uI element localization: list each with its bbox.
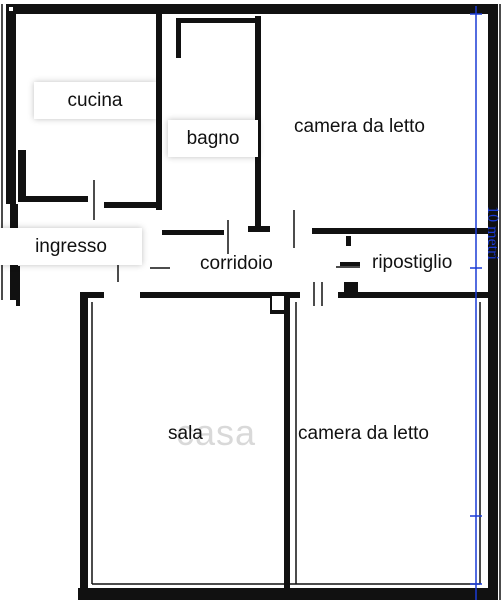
wall-corridor-right <box>338 292 488 298</box>
scale-text: 10 metri <box>484 206 501 260</box>
room-label-ripostiglio: ripostiglio <box>372 252 453 273</box>
wall-kitchen-bottom-left <box>18 196 88 202</box>
wall-top <box>6 4 496 14</box>
room-label-camera-top: camera da letto <box>294 116 425 137</box>
wall-inner-outlines <box>9 7 284 310</box>
wall-closet-mark <box>340 262 360 266</box>
room-label-bagno: bagno <box>168 120 258 157</box>
wall-left-upper <box>6 4 16 204</box>
room-label-sala: sala <box>168 423 203 444</box>
room-label-ingresso: ingresso <box>0 228 142 265</box>
wall-bedroom-top-left <box>255 16 261 230</box>
wall-sala-top-left <box>80 292 104 298</box>
wall-sala-right <box>284 294 290 592</box>
wall-corridor-left <box>140 292 300 298</box>
wall-corridor-stub <box>344 282 358 296</box>
room-label-corridoio: corridoio <box>200 253 273 274</box>
wall-kitchen-bottom-right <box>104 202 160 208</box>
watermark-text: casa <box>176 412 257 453</box>
room-label-cucina: cucina <box>34 82 156 119</box>
wall-bath-bottom <box>162 230 224 235</box>
wall-sala-left <box>80 292 88 596</box>
room-label-camera-bottom: camera da letto <box>298 423 429 444</box>
wall-right <box>488 4 498 600</box>
scale-label: 10 metri <box>482 188 502 278</box>
wall-bottom <box>78 588 498 600</box>
wall-bath-left-top <box>176 18 181 58</box>
scale-bar <box>470 6 482 600</box>
wall-bedroom-top-bottom-left <box>248 226 270 232</box>
wall-closet-door-jamb <box>346 236 351 246</box>
wall-entrance-bottom <box>16 266 20 306</box>
wall-kitchen-right <box>156 10 162 210</box>
wall-bath-top <box>178 18 258 23</box>
wall-kitchen-step <box>18 150 26 200</box>
wall-bedroom-top-bottom-right <box>312 228 488 234</box>
thin-lines <box>1 4 501 600</box>
